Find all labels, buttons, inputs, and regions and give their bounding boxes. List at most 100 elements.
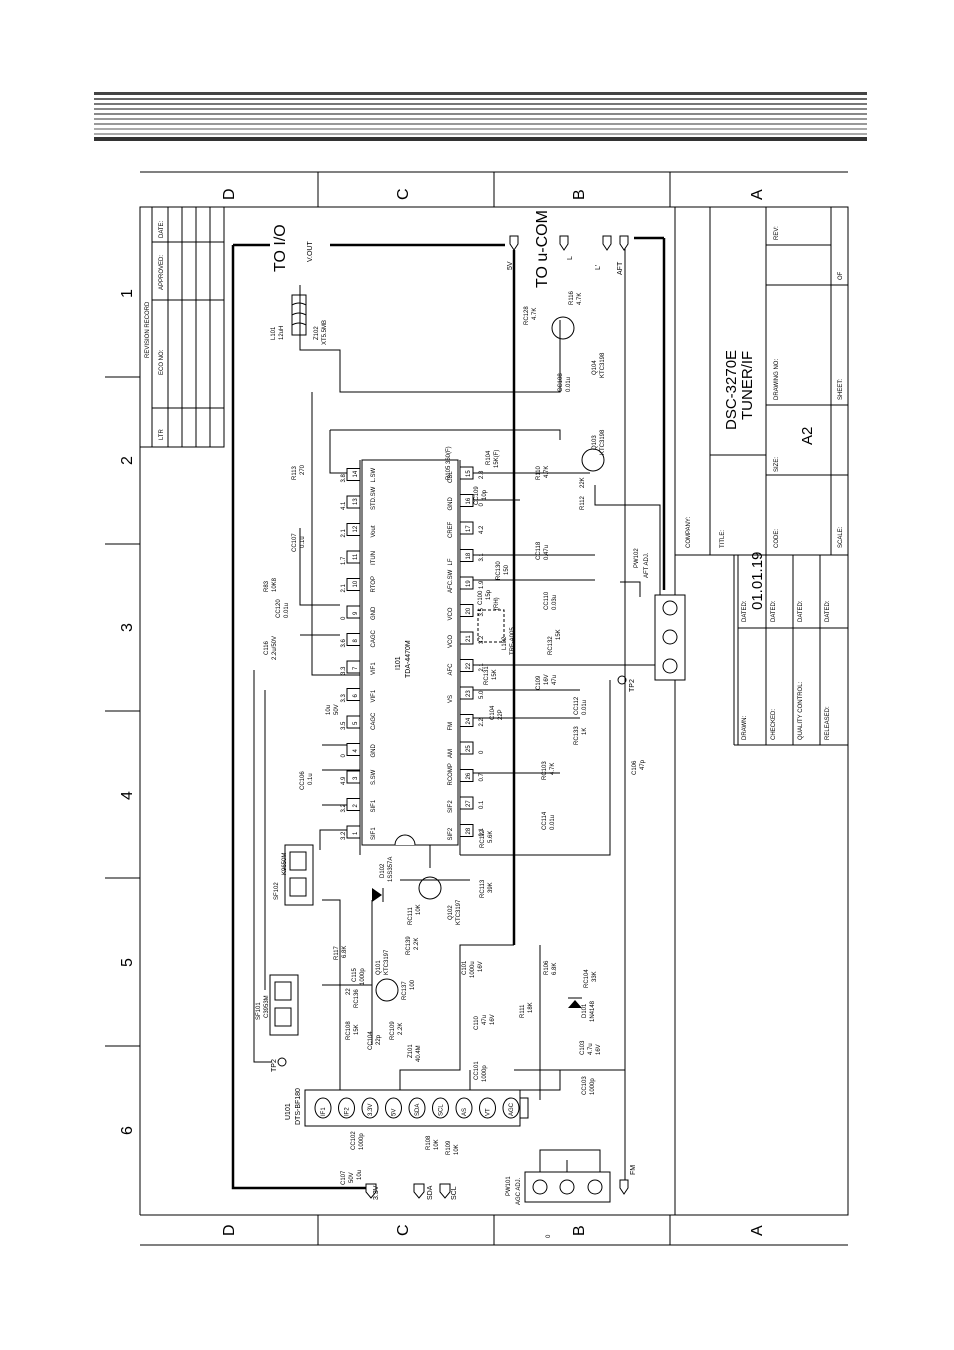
r116-label: R116 [569, 290, 575, 305]
ic-pin-number: 25 [466, 745, 472, 752]
ic-pin-right-box [459, 686, 474, 700]
ic-pin-name: AM [448, 749, 454, 758]
sf102-value: K9650M [282, 853, 288, 875]
ic-pin-name: S.SW [371, 769, 377, 785]
ic-pin-left-box [346, 633, 361, 646]
ic-pin-number: 13 [353, 498, 359, 505]
ic-pin-number: 12 [353, 525, 359, 532]
pw102-pot [654, 594, 686, 681]
tuner-pin-label: IF2 [345, 1107, 351, 1116]
cc101-label: CC101 [474, 1061, 480, 1080]
ic-pin-name: GND [448, 497, 454, 511]
cc109-label: CC109 [474, 486, 480, 505]
c116-label: C116 [264, 640, 270, 655]
ic-pin-number: 20 [466, 607, 472, 614]
ic-pin-right-box [459, 741, 474, 755]
ic-pin-left-box [346, 770, 361, 784]
r116-value: 4.7K [577, 293, 583, 305]
ic-pin-voltage: 3.5 [479, 607, 485, 616]
ic-pin-left-box [346, 743, 361, 756]
z102-value: XT5.5MB [322, 320, 328, 345]
rev-col-eco: ECO NO: [159, 349, 165, 375]
scl-label: SCL [451, 1186, 458, 1200]
cc120-value: 0.01u [284, 603, 290, 618]
r106-value: 6.8K [552, 963, 558, 975]
ic-pin-right-box [459, 769, 474, 782]
cc106-value: 0.1u [308, 773, 314, 785]
tuner-pin [479, 1097, 496, 1119]
ic-pin-number: 23 [466, 690, 472, 697]
dated-label-3: DATED: [798, 600, 804, 622]
c100-value: 15p [486, 589, 492, 600]
ic-pin-voltage: 0 [341, 616, 347, 620]
released-label: RELEASED: [825, 706, 831, 740]
rc136-value: 22 [346, 988, 352, 995]
row-letter-b-bottom: B [571, 1225, 588, 1236]
rc128-value: 4.7K [532, 308, 538, 320]
rc104-label: RC104 [584, 969, 590, 988]
ic-pin-voltage: 3.8 [341, 473, 347, 482]
ic-pin-left-box [346, 605, 361, 619]
rc133-value: 1K [582, 728, 588, 735]
d101-value: 1N4148 [590, 1000, 596, 1022]
zone-labels: D C B A D C B A 0 1 2 3 4 5 6 [119, 188, 766, 1238]
sf101-value: C3953M [264, 995, 270, 1018]
ic-pin-name: VS [448, 695, 454, 703]
z102-label: Z102 [314, 326, 320, 340]
d102-value: 1SS357A [388, 857, 394, 882]
ic-pin-voltage: 4.9 [341, 776, 347, 785]
ic-pin-voltage: 3.6 [341, 638, 347, 647]
tuner-pin-label: AS [462, 1108, 468, 1116]
col-number-2: 2 [119, 456, 136, 465]
r110-label: R110 [536, 465, 542, 480]
q104-transistor [551, 316, 575, 340]
col-number-1: 1 [119, 289, 136, 298]
code-label: CODE: [774, 529, 780, 548]
sheet-label: SHEET: [838, 379, 844, 400]
rc113-label: RC113 [480, 879, 486, 898]
cc107-value: 0.1u [300, 536, 306, 548]
rev-col-ltr: LTR [159, 428, 165, 440]
c103-value: 4.7u [588, 1043, 594, 1055]
rc108-label: RC108 [346, 1021, 352, 1040]
ic-pin-number: 17 [466, 525, 472, 532]
ic-pin-right-box [459, 824, 474, 837]
sf101-filter [269, 974, 299, 1036]
c101-label: C101 [462, 960, 468, 975]
ic-pin-name: SIF1 [371, 799, 377, 812]
tp2-label-a: TP2 [629, 679, 636, 692]
sf102-filter [284, 844, 314, 906]
size-value: A2 [799, 427, 816, 445]
drawing-no-label: DRAWING NO: [774, 359, 780, 400]
d101-diode [568, 997, 582, 1008]
c104-value: 22P [498, 709, 504, 720]
q103-value: KTC3198 [600, 429, 606, 455]
ic-ref: I101 [395, 656, 402, 670]
ic-pin-right-box [459, 466, 474, 480]
ic-pin-name: VCO [448, 635, 454, 648]
c109-value: 16V [544, 674, 550, 685]
tuner-pin-label: 5V [392, 1109, 398, 1116]
company-label: COMPANY: [686, 516, 692, 548]
lp-label: L' [595, 265, 602, 270]
rc131-label: RC131 [484, 666, 490, 685]
c116-value: 2.2u/50V [272, 636, 278, 660]
drawn-label: DRAWN: [742, 716, 748, 740]
r113-value: 270 [300, 464, 306, 475]
rc133-label: RC133 [574, 726, 580, 745]
c106-value: 47p [640, 759, 646, 770]
cc104-label: CC104 [368, 1031, 374, 1050]
ic-pin-name: CREF [448, 521, 454, 538]
ic-pin-left-box [346, 550, 361, 564]
ic-pin-voltage: 3.5 [341, 721, 347, 730]
ic-pin-number: 28 [466, 827, 472, 834]
quality-control-label: QUALITY CONTROL: [798, 681, 804, 740]
cc114-label: CC114 [542, 811, 548, 830]
ic-pin-number: 3 [353, 776, 359, 780]
r108-value: 10K [434, 1139, 440, 1150]
r117-label: R117 [334, 945, 340, 960]
cc101-value: 1000p [482, 1065, 488, 1082]
ic-pin-left-box [346, 578, 361, 591]
pw102-label: PW102 [634, 548, 640, 568]
ic-pin-voltage: 4.2 [479, 525, 485, 534]
